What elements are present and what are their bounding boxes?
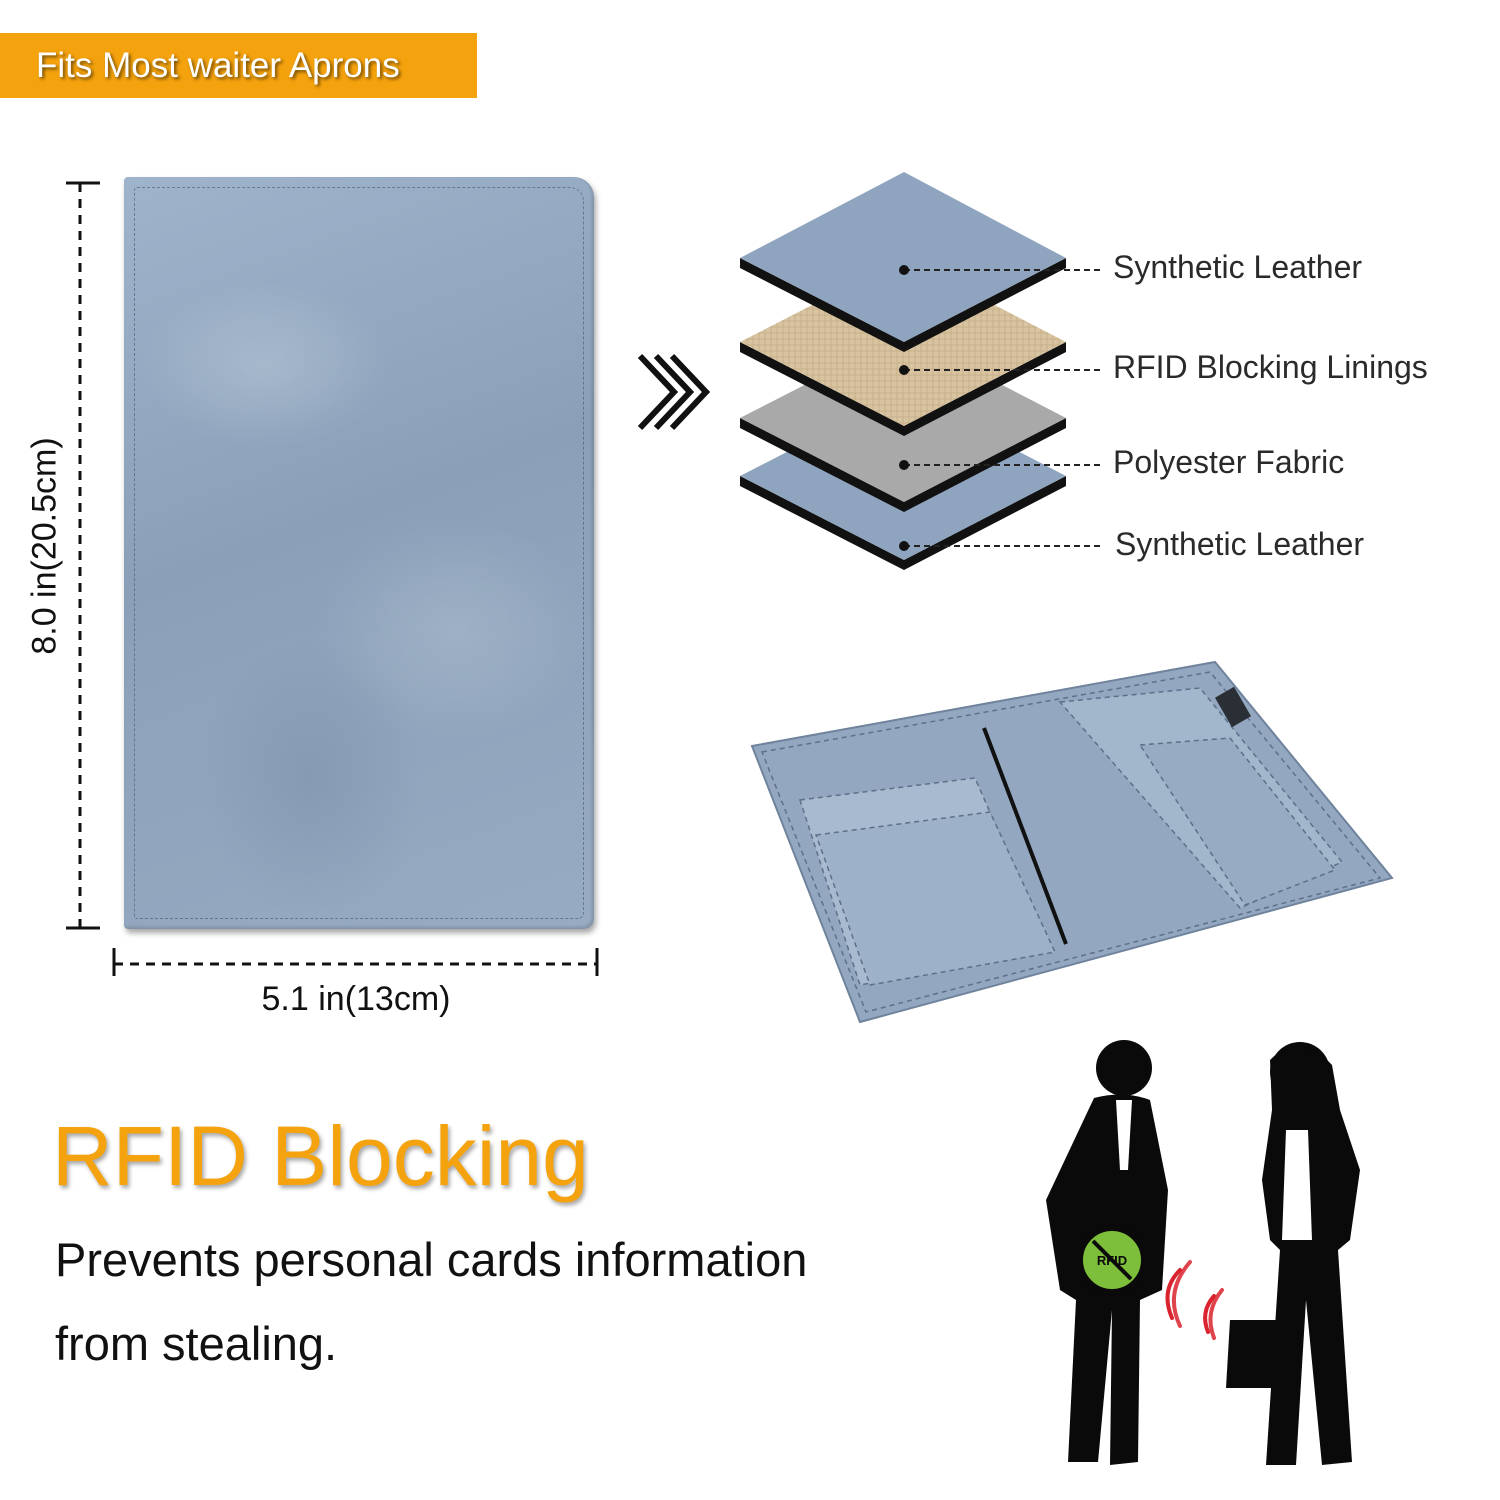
rfid-badge-text: RFID (1096, 1252, 1128, 1268)
description-line-2: from stealing. (55, 1317, 338, 1370)
chevrons-right-icon (637, 353, 711, 431)
layer-label-1: Synthetic Leather (1113, 249, 1363, 285)
closed-book-cover (124, 177, 594, 929)
top-banner: Fits Most waiter Aprons (0, 33, 477, 98)
description-line-1: Prevents personal cards information (55, 1233, 808, 1286)
headline: RFID Blocking (52, 1109, 589, 1203)
layer-label-2: RFID Blocking Linings (1113, 349, 1428, 385)
layer-synthetic-leather-top (740, 172, 1066, 352)
layer-label-4: Synthetic Leather (1115, 526, 1365, 562)
width-label: 5.1 in(13cm) (261, 980, 451, 1018)
rfid-block-icon: RFID (1079, 1227, 1145, 1293)
banner-text: Fits Most waiter Aprons (36, 45, 400, 85)
layer-label-3: Polyester Fabric (1113, 444, 1345, 480)
